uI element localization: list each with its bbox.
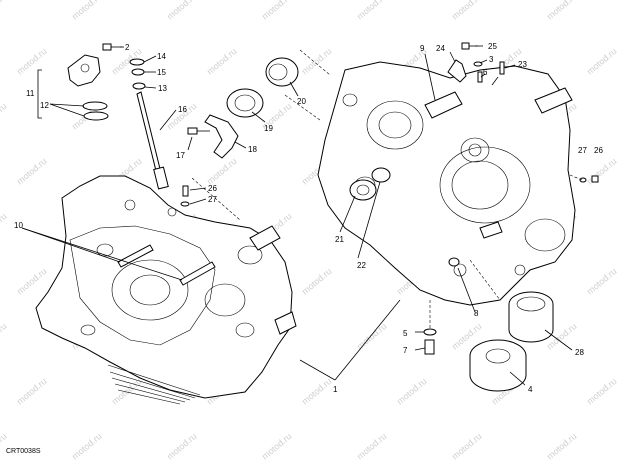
callout-26-right: 26 <box>594 146 603 155</box>
callout-22: 22 <box>357 261 366 270</box>
callout-27-right: 27 <box>578 146 587 155</box>
watermark-text: motod.ru <box>205 46 239 76</box>
callout-23: 23 <box>518 60 527 69</box>
watermark-text: motod.ru <box>260 0 294 22</box>
left-crankcase-half <box>35 175 297 405</box>
callout-21: 21 <box>335 235 344 244</box>
callout-6: 6 <box>483 68 488 77</box>
watermark-text: motod.ru <box>0 211 9 241</box>
callout-8: 8 <box>474 309 479 318</box>
callout-20: 20 <box>297 97 306 106</box>
callout-17: 17 <box>176 151 185 160</box>
watermark-text: motod.ru <box>300 266 334 296</box>
watermark-text: motod.ru <box>355 431 389 461</box>
watermark-text: motod.ru <box>585 376 619 406</box>
callout-28: 28 <box>575 348 584 357</box>
dowels-26-27-right <box>579 175 599 183</box>
watermark-text: motod.ru <box>450 431 484 461</box>
oil-pipe-16 <box>129 58 169 190</box>
watermark-text: motod.ru <box>70 0 104 22</box>
callout-11: 11 <box>26 89 35 98</box>
dowel-26-left <box>180 185 190 207</box>
callout-24: 24 <box>436 44 445 53</box>
retaining-plate-18 <box>204 114 239 159</box>
watermark-text: motod.ru <box>165 0 199 22</box>
watermark-text: motod.ru <box>395 376 429 406</box>
callout-18: 18 <box>248 145 257 154</box>
callout-10: 10 <box>14 221 23 230</box>
watermark-text: motod.ru <box>585 46 619 76</box>
watermark-text: motod.ru <box>355 0 389 22</box>
watermark-text: motod.ru <box>355 321 389 351</box>
watermark-text: motod.ru <box>0 101 9 131</box>
watermark-text: motod.ru <box>300 46 334 76</box>
washer-5 <box>423 328 437 336</box>
callout-12: 12 <box>40 101 49 110</box>
watermark-text: motod.ru <box>0 321 9 351</box>
callout-2: 2 <box>125 43 130 52</box>
callout-19: 19 <box>264 124 273 133</box>
callout-26-left: 26 <box>208 184 217 193</box>
callout-27-left: 27 <box>208 195 217 204</box>
watermark-text: motod.ru <box>15 376 49 406</box>
pin-23 <box>499 61 505 75</box>
watermark-text: motod.ru <box>260 431 294 461</box>
watermark-text: motod.ru <box>0 431 9 461</box>
watermark-text: motod.ru <box>15 266 49 296</box>
watermark-text: motod.ru <box>545 431 579 461</box>
pin-6 <box>477 71 483 83</box>
seal-20 <box>265 57 299 87</box>
watermark-text: motod.ru <box>205 156 239 186</box>
callout-4: 4 <box>528 385 533 394</box>
callout-25: 25 <box>488 42 497 51</box>
watermark-text: motod.ru <box>450 0 484 22</box>
bolt-17 <box>187 127 210 135</box>
o-ring-8 <box>448 257 460 267</box>
bottom-ribs <box>107 364 201 405</box>
callout-3: 3 <box>489 55 494 64</box>
watermark-text: motod.ru <box>15 156 49 186</box>
callout-16: 16 <box>178 105 187 114</box>
watermark-text: motod.ru <box>70 431 104 461</box>
callout-15: 15 <box>157 68 166 77</box>
callout-14: 14 <box>157 52 166 61</box>
callout-labels: 1 2 3 4 5 6 7 8 9 10 11 12 13 14 15 16 1… <box>14 42 603 394</box>
watermark-text: motod.ru <box>300 376 334 406</box>
sensor-housing-11 <box>67 54 101 87</box>
watermark-text: motod.ru <box>165 431 199 461</box>
watermark-text: motod.ru <box>15 46 49 76</box>
callout-7: 7 <box>403 346 408 355</box>
callout-13: 13 <box>158 84 167 93</box>
leader-lines <box>21 45 583 386</box>
callout-1: 1 <box>333 385 338 394</box>
screw-2 <box>102 43 122 51</box>
callout-5: 5 <box>403 329 408 338</box>
bearing-21 <box>349 179 377 201</box>
sleeve-28 <box>508 291 554 343</box>
plug-7 <box>424 339 435 355</box>
gear-4 <box>469 339 527 392</box>
watermark-text: motod.ru <box>585 156 619 186</box>
watermark-text: motod.ru <box>0 0 9 22</box>
callout-9: 9 <box>420 44 425 53</box>
bearing-19 <box>226 88 264 118</box>
right-crankcase-half <box>317 61 576 306</box>
watermark-text: motod.ru <box>585 266 619 296</box>
watermark-text: motod.ru <box>545 0 579 22</box>
diagram-code: CRT0038S <box>6 448 41 455</box>
bushing-22 <box>371 167 391 183</box>
group-bracket-11 <box>37 69 42 119</box>
